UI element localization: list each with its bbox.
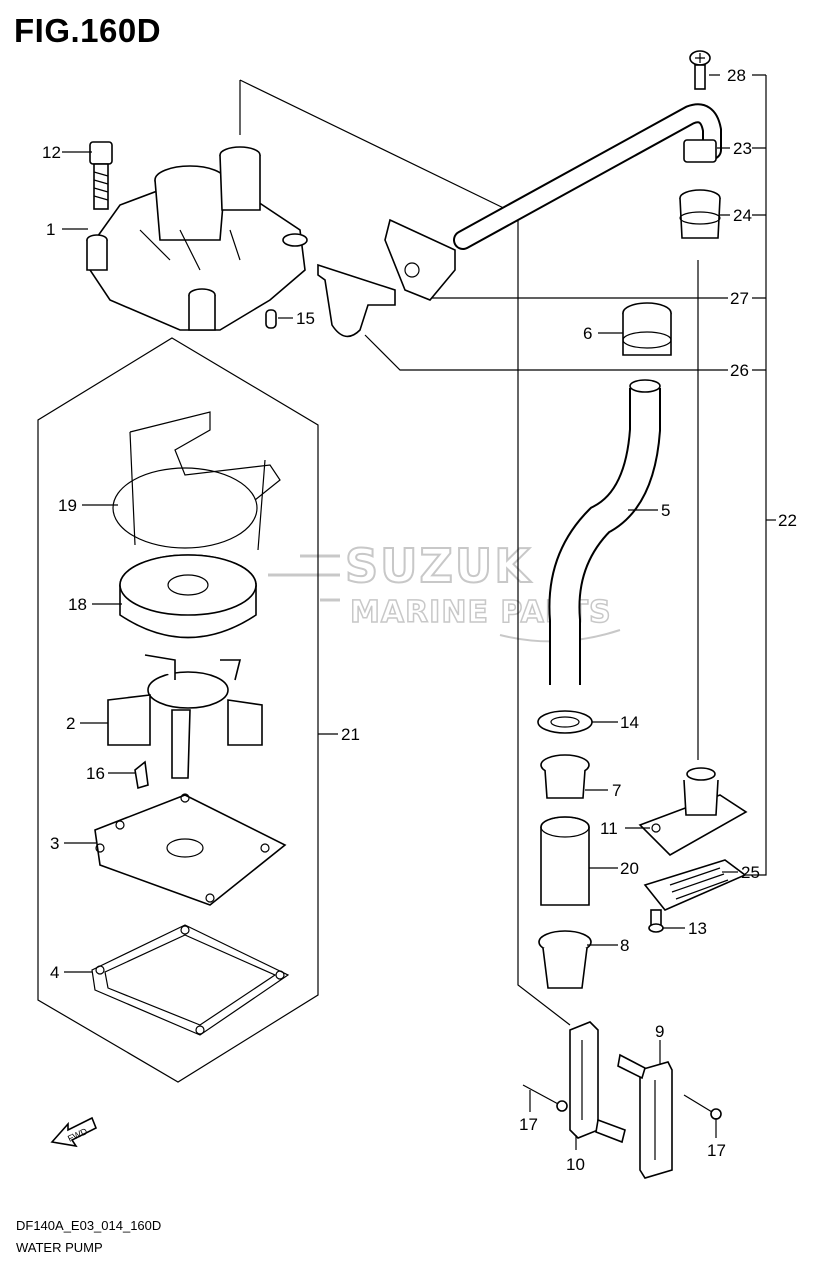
watermark-line1: SUZUK [345,539,532,593]
callout-8: 8 [620,936,629,955]
part-6-grommet [622,302,672,356]
part-8-seal [538,930,592,989]
fwd-arrow-icon: FWD [50,1116,98,1148]
part-4-gasket [91,924,290,1036]
part-28-screw [689,50,711,90]
callout-17-right: 17 [707,1141,726,1160]
callout-3: 3 [50,834,59,853]
callout-17-left: 17 [519,1115,538,1134]
part-9-screen [617,1053,673,1179]
part-5-hose [548,379,661,685]
callout-10: 10 [566,1155,585,1174]
callout-22: 22 [778,511,797,530]
callout-13: 13 [688,919,707,938]
part-25-strainer [643,859,747,911]
callout-15: 15 [296,309,315,328]
callout-11: 11 [600,819,618,838]
figure-code: DF140A_E03_014_160D [16,1218,162,1233]
kit-21-outline [37,337,319,1083]
callout-19: 19 [58,496,77,515]
part-20-tube [540,816,590,906]
callout-26: 26 [730,361,749,380]
callout-20: 20 [620,859,639,878]
part-14-washer [537,710,593,734]
part-26-clamp [317,263,396,338]
part-23-water-pipe [453,103,722,250]
callout-6: 6 [583,324,592,343]
part-18-cover [119,554,257,639]
part-12-bolt [89,141,113,210]
figure-name: WATER PUMP [16,1240,103,1255]
part-10-screen [569,1021,626,1144]
part-16-key [134,760,149,790]
part-13-screw [648,909,664,933]
figure-title: FIG.160D [14,12,162,49]
callout-27: 27 [730,289,749,308]
callout-14: 14 [620,713,639,732]
leader-lines [62,74,776,1150]
part-2-impeller [107,654,263,779]
bracket-22 [239,75,767,1026]
callout-25: 25 [741,863,760,882]
callout-5: 5 [661,501,670,520]
callout-21: 21 [341,725,360,744]
callout-1: 1 [46,220,55,239]
part-24-grommet [679,189,721,239]
part-19-guide [112,411,281,551]
part-17-screws [522,1084,722,1120]
part-15-pin [265,309,277,329]
part-11-plate [638,767,748,856]
callout-numbers: 12 1 15 28 23 24 27 26 6 5 22 14 7 11 20… [42,66,797,1174]
part-1-pump-case [86,146,308,331]
part-27-bracket [384,218,456,301]
callout-23: 23 [733,139,752,158]
callout-18: 18 [68,595,87,614]
part-3-plate [94,793,287,906]
callout-4: 4 [50,963,59,982]
callout-2: 2 [66,714,75,733]
callout-7: 7 [612,781,621,800]
callout-9: 9 [655,1022,664,1041]
callout-28: 28 [727,66,746,85]
callout-24: 24 [733,206,752,225]
callout-12: 12 [42,143,61,162]
part-7-seal [540,754,590,799]
callout-16: 16 [86,764,105,783]
